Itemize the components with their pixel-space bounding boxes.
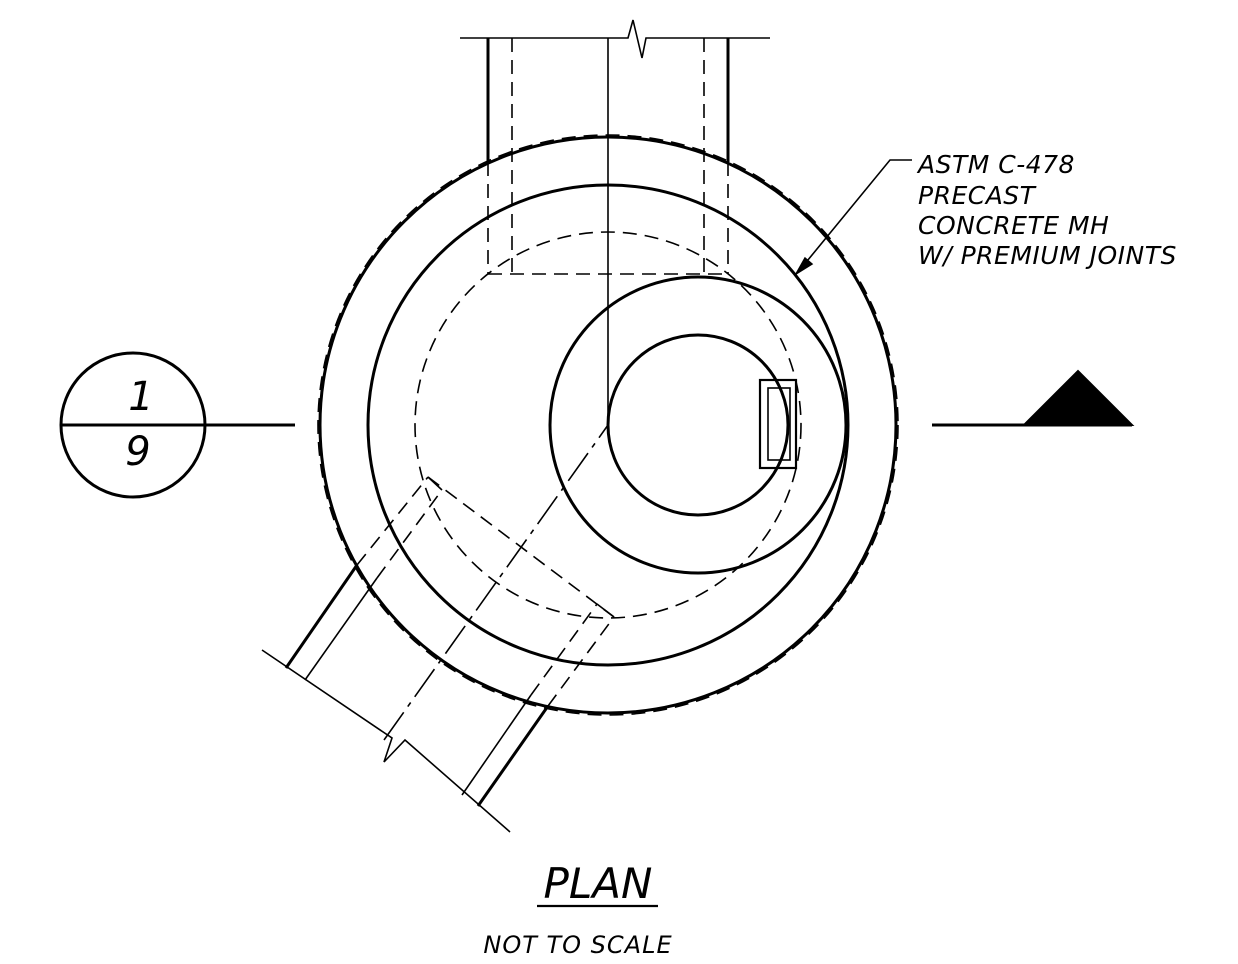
callout-line-2: PRECAST: [918, 181, 1037, 210]
callout-line-1: ASTM C-478: [916, 150, 1075, 179]
callout-line-4: W/ PREMIUM JOINTS: [918, 241, 1177, 270]
section-arrow-triangle: [1021, 369, 1135, 426]
section-tag-number: 1: [128, 374, 153, 420]
north-pipe-break-line: [460, 19, 770, 59]
callout-leader: [795, 159, 912, 275]
north-pipe: [460, 19, 770, 425]
section-tag-bubble: [59, 351, 207, 499]
manhole-outer-wall: [318, 135, 898, 715]
callout-line-3: CONCRETE MH: [918, 211, 1109, 240]
drawing-title: PLAN: [544, 859, 653, 908]
eccentric-cone-top: [548, 275, 848, 575]
manhole-step: [758, 378, 798, 470]
manhole-base-dashed: [317, 134, 899, 716]
manhole-body: [317, 134, 899, 716]
southwest-pipe-centerline: [383, 424, 609, 741]
drawing-title-block: PLAN NOT TO SCALE: [483, 859, 672, 959]
southwest-pipe-break-line: [261, 649, 511, 833]
section-cut-right: [932, 369, 1135, 427]
section-tag-sheet: 9: [125, 429, 150, 475]
southwest-pipe: [261, 424, 615, 833]
section-cut-left: 1 9: [59, 351, 295, 499]
drawing-scale-note: NOT TO SCALE: [483, 931, 672, 959]
callout-note: ASTM C-478 PRECAST CONCRETE MH W/ PREMIU…: [916, 150, 1177, 270]
manhole-bench-dashed: [414, 231, 802, 619]
manhole-cover-opening: [606, 333, 790, 517]
manhole-inner-wall: [366, 183, 850, 667]
